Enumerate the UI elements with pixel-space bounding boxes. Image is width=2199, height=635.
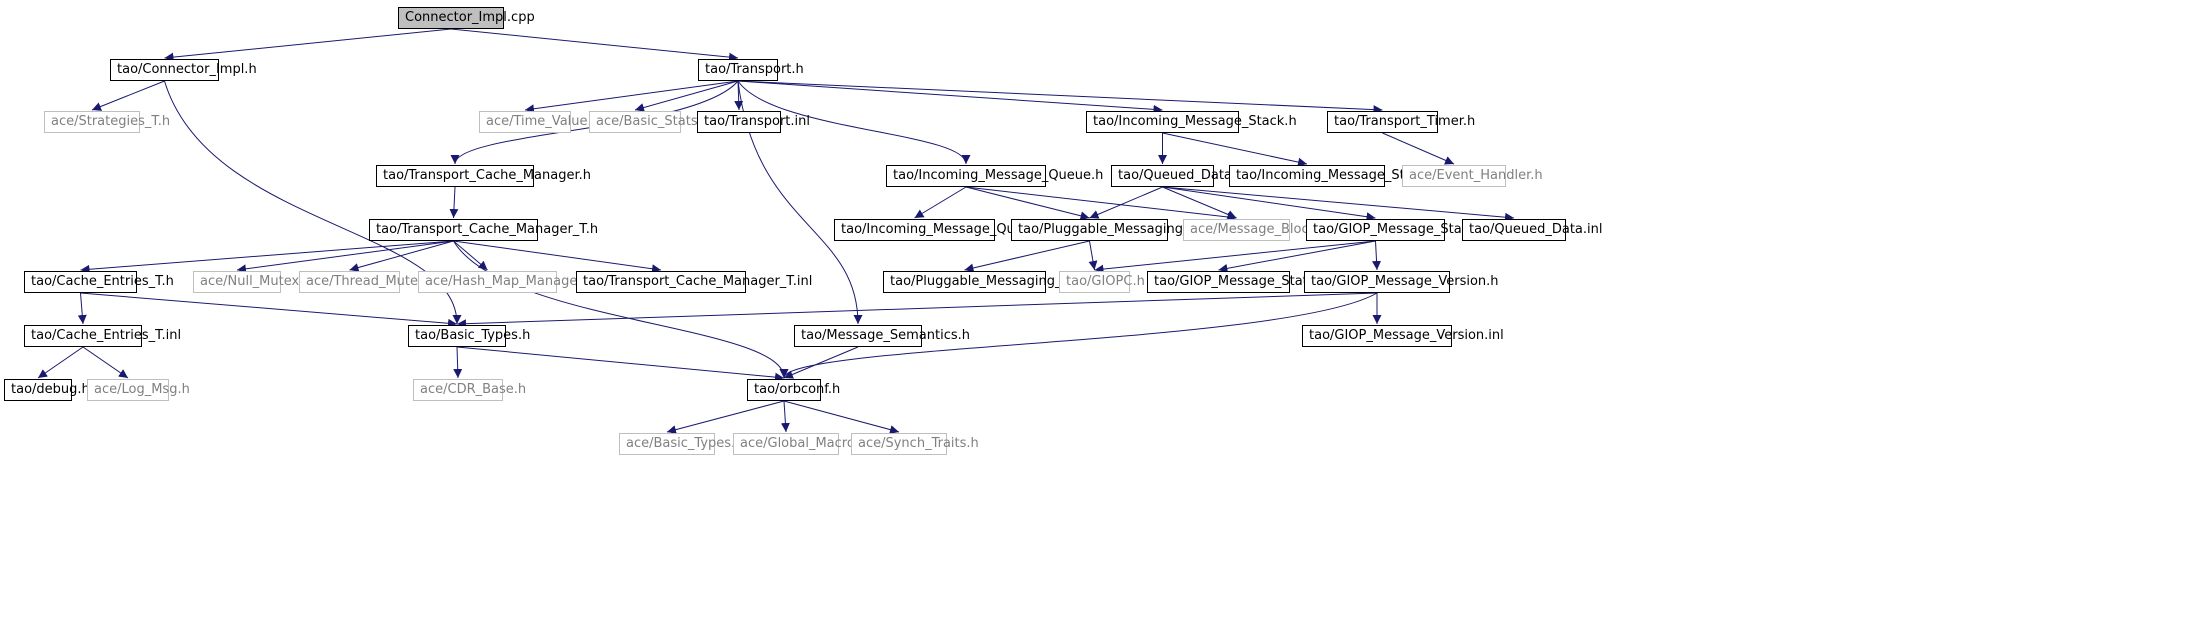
edge-transport-h-to-basic-stats-h <box>634 80 739 112</box>
node-ace-message-block-h: ace/Message_Block.h <box>1183 219 1329 241</box>
edge-giop-message-state-h-to-giopc-h <box>1094 240 1376 274</box>
node-tao-transport-h[interactable]: tao/Transport.h <box>698 59 804 81</box>
node-tao-cache-entries-t-inl[interactable]: tao/Cache_Entries_T.inl <box>24 325 181 347</box>
edge-connector-impl-cpp-to-transport-h <box>450 28 739 62</box>
edge-queued-data-h-to-pluggable-messaging-utils-h <box>1089 186 1163 219</box>
edge-pluggable-messaging-utils-h-to-giopc-h <box>1088 240 1098 271</box>
node-tao-pluggable-messaging-utils-inl[interactable]: tao/Pluggable_Messaging_Utils.inl <box>883 271 1110 293</box>
edge-orbconf-h-to-synch-traits-h <box>783 400 900 435</box>
edge-pluggable-messaging-utils-h-to-pluggable-messaging-utils-inl <box>964 240 1090 273</box>
node-tao-incoming-message-queue-inl[interactable]: tao/Incoming_Message_Queue.inl <box>834 219 1059 241</box>
edge-transport-cache-manager-h-to-transport-cache-manager-t-h <box>449 186 459 219</box>
edge-transport-cache-manager-t-h-to-orbconf-h <box>453 240 789 379</box>
node-tao-queued-data-inl[interactable]: tao/Queued_Data.inl <box>1462 219 1603 241</box>
node-tao-transport-inl[interactable]: tao/Transport.inl <box>697 111 810 133</box>
edge-cache-entries-t-inl-to-log-msg-h <box>82 346 129 379</box>
edge-incoming-message-queue-h-to-message-block-h <box>965 186 1237 222</box>
edge-transport-h-to-incoming-message-stack-h <box>737 80 1163 114</box>
edge-incoming-message-queue-h-to-pluggable-messaging-utils-h <box>965 186 1090 221</box>
node-tao-incoming-message-stack-h[interactable]: tao/Incoming_Message_Stack.h <box>1086 111 1297 133</box>
edge-transport-timer-h-to-event-handler-h <box>1382 132 1455 165</box>
edge-cache-entries-t-inl-to-debug-h <box>37 346 84 379</box>
node-tao-transport-cache-manager-h[interactable]: tao/Transport_Cache_Manager.h <box>376 165 591 187</box>
node-tao-incoming-message-queue-h[interactable]: tao/Incoming_Message_Queue.h <box>886 165 1103 187</box>
node-ace-cdr-base-h: ace/CDR_Base.h <box>413 379 526 401</box>
node-tao-incoming-message-stack-inl[interactable]: tao/Incoming_Message_Stack.inl <box>1229 165 1447 187</box>
edge-basic-types-h-to-cdr-base-h <box>453 346 463 379</box>
node-ace-null-mutex-h: ace/Null_Mutex.h <box>193 271 312 293</box>
edges <box>37 28 1515 435</box>
node-tao-transport-timer-h[interactable]: tao/Transport_Timer.h <box>1327 111 1475 133</box>
edge-orbconf-h-to-ace-basic-types-h <box>666 400 785 435</box>
edge-connector-impl-cpp-to-connector-impl-h <box>164 28 452 62</box>
node-tao-transport-cache-manager-t-inl[interactable]: tao/Transport_Cache_Manager_T.inl <box>576 271 812 293</box>
node-tao-basic-types-h[interactable]: tao/Basic_Types.h <box>408 325 530 347</box>
edge-queued-data-h-to-giop-message-state-h <box>1162 186 1376 222</box>
node-ace-log-msg-h: ace/Log_Msg.h <box>87 379 190 401</box>
edge-transport-cache-manager-t-h-to-thread-mutex-h <box>349 240 454 272</box>
node-tao-giop-message-state-inl[interactable]: tao/GIOP_Message_State.inl <box>1147 271 1335 293</box>
node-tao-cache-entries-t-h[interactable]: tao/Cache_Entries_T.h <box>24 271 174 293</box>
edge-incoming-message-stack-h-to-incoming-message-stack-inl <box>1162 132 1308 167</box>
node-tao-queued-data-h[interactable]: tao/Queued_Data.h <box>1111 165 1244 187</box>
node-ace-synch-traits-h: ace/Synch_Traits.h <box>851 433 979 455</box>
node-tao-giop-message-version-h[interactable]: tao/GIOP_Message_Version.h <box>1304 271 1499 293</box>
edge-giop-message-version-h-to-orbconf-h <box>779 292 1378 379</box>
edge-orbconf-h-to-global-macros-h <box>780 400 790 433</box>
node-ace-thread-mutex-h: ace/Thread_Mutex.h <box>299 271 438 293</box>
node-tao-orbconf-h[interactable]: tao/orbconf.h <box>747 379 840 401</box>
edge-queued-data-h-to-queued-data-inl <box>1162 186 1515 222</box>
edge-transport-cache-manager-t-h-to-null-mutex-h <box>236 240 454 274</box>
edge-transport-cache-manager-t-h-to-hash-map-manager-t-h <box>453 240 488 271</box>
node-tao-connector-impl-h[interactable]: tao/Connector_Impl.h <box>110 59 257 81</box>
node-tao-message-semantics-h[interactable]: tao/Message_Semantics.h <box>794 325 970 347</box>
edge-queued-data-h-to-message-block-h <box>1162 186 1237 219</box>
edge-basic-types-h-to-orbconf-h <box>456 346 785 382</box>
edge-connector-impl-h-to-strategies-t-h <box>91 80 165 111</box>
edge-cache-entries-t-h-to-cache-entries-t-inl <box>77 292 87 325</box>
node-ace-hash-map-manager-t-h: ace/Hash_Map_Manager_T.h <box>418 271 608 293</box>
node-ace-basic-stats-h: ace/Basic_Stats.h <box>589 111 710 133</box>
edge-transport-cache-manager-t-h-to-transport-cache-manager-t-inl <box>453 240 662 274</box>
edge-giop-message-state-h-to-giop-message-state-inl <box>1218 240 1376 273</box>
edge-transport-h-to-incoming-message-queue-h <box>737 80 971 165</box>
edge-transport-h-to-transport-cache-manager-h <box>450 80 739 165</box>
node-ace-time-value-h: ace/Time_Value.h <box>479 111 600 133</box>
edge-message-semantics-h-to-orbconf-h <box>783 346 859 379</box>
node-tao-giop-message-version-inl[interactable]: tao/GIOP_Message_Version.inl <box>1302 325 1504 347</box>
node-connector-impl-cpp: Connector_Impl.cpp <box>398 7 535 29</box>
edge-transport-cache-manager-t-h-to-cache-entries-t-h <box>80 240 454 274</box>
node-tao-giop-message-state-h[interactable]: tao/GIOP_Message_State.h <box>1306 219 1487 241</box>
edge-giop-message-state-h-to-giop-message-version-h <box>1372 240 1382 271</box>
edge-transport-h-to-transport-timer-h <box>737 80 1383 115</box>
node-tao-transport-cache-manager-t-h[interactable]: tao/Transport_Cache_Manager_T.h <box>369 219 598 241</box>
edge-incoming-message-queue-h-to-incoming-message-queue-inl <box>914 186 967 219</box>
edge-giop-message-version-h-to-basic-types-h <box>456 292 1378 329</box>
edge-cache-entries-t-h-to-basic-types-h <box>80 292 458 328</box>
node-ace-strategies-t-h: ace/Strategies_T.h <box>44 111 170 133</box>
node-tao-pluggable-messaging-utils-h[interactable]: tao/Pluggable_Messaging_Utils.h <box>1011 219 1230 241</box>
node-tao-giopc-h: tao/GIOPC.h <box>1059 271 1145 293</box>
node-ace-event-handler-h: ace/Event_Handler.h <box>1402 165 1543 187</box>
node-tao-debug-h[interactable]: tao/debug.h <box>4 379 90 401</box>
edge-transport-h-to-time-value-h <box>524 80 739 114</box>
node-ace-global-macros-h: ace/Global_Macros.h <box>733 433 874 455</box>
node-ace-basic-types-h: ace/Basic_Types.h <box>619 433 743 455</box>
